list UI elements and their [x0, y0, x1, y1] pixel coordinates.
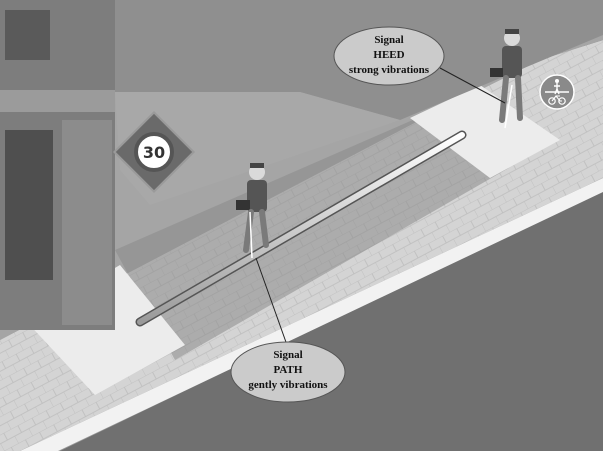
speed-limit-value: 30	[143, 143, 165, 162]
callout-heed-line-1: Signal	[374, 34, 403, 46]
callout-path-line-3: gently vibrations	[248, 379, 328, 391]
callout-heed-line-2: HEED	[373, 49, 404, 61]
building-ledge	[0, 90, 115, 112]
callout-path-line-1: Signal	[273, 349, 302, 361]
callout-heed-line-3: strong vibrations	[349, 64, 430, 76]
building-pillar	[62, 120, 112, 325]
callout-path: Signal PATH gently vibrations	[231, 342, 345, 402]
callout-path-line-2: PATH	[274, 364, 303, 376]
callout-heed: Signal HEED strong vibrations	[334, 27, 444, 85]
shared-path-sign	[540, 75, 574, 109]
window-lower	[5, 130, 53, 280]
window-upper	[5, 10, 50, 60]
